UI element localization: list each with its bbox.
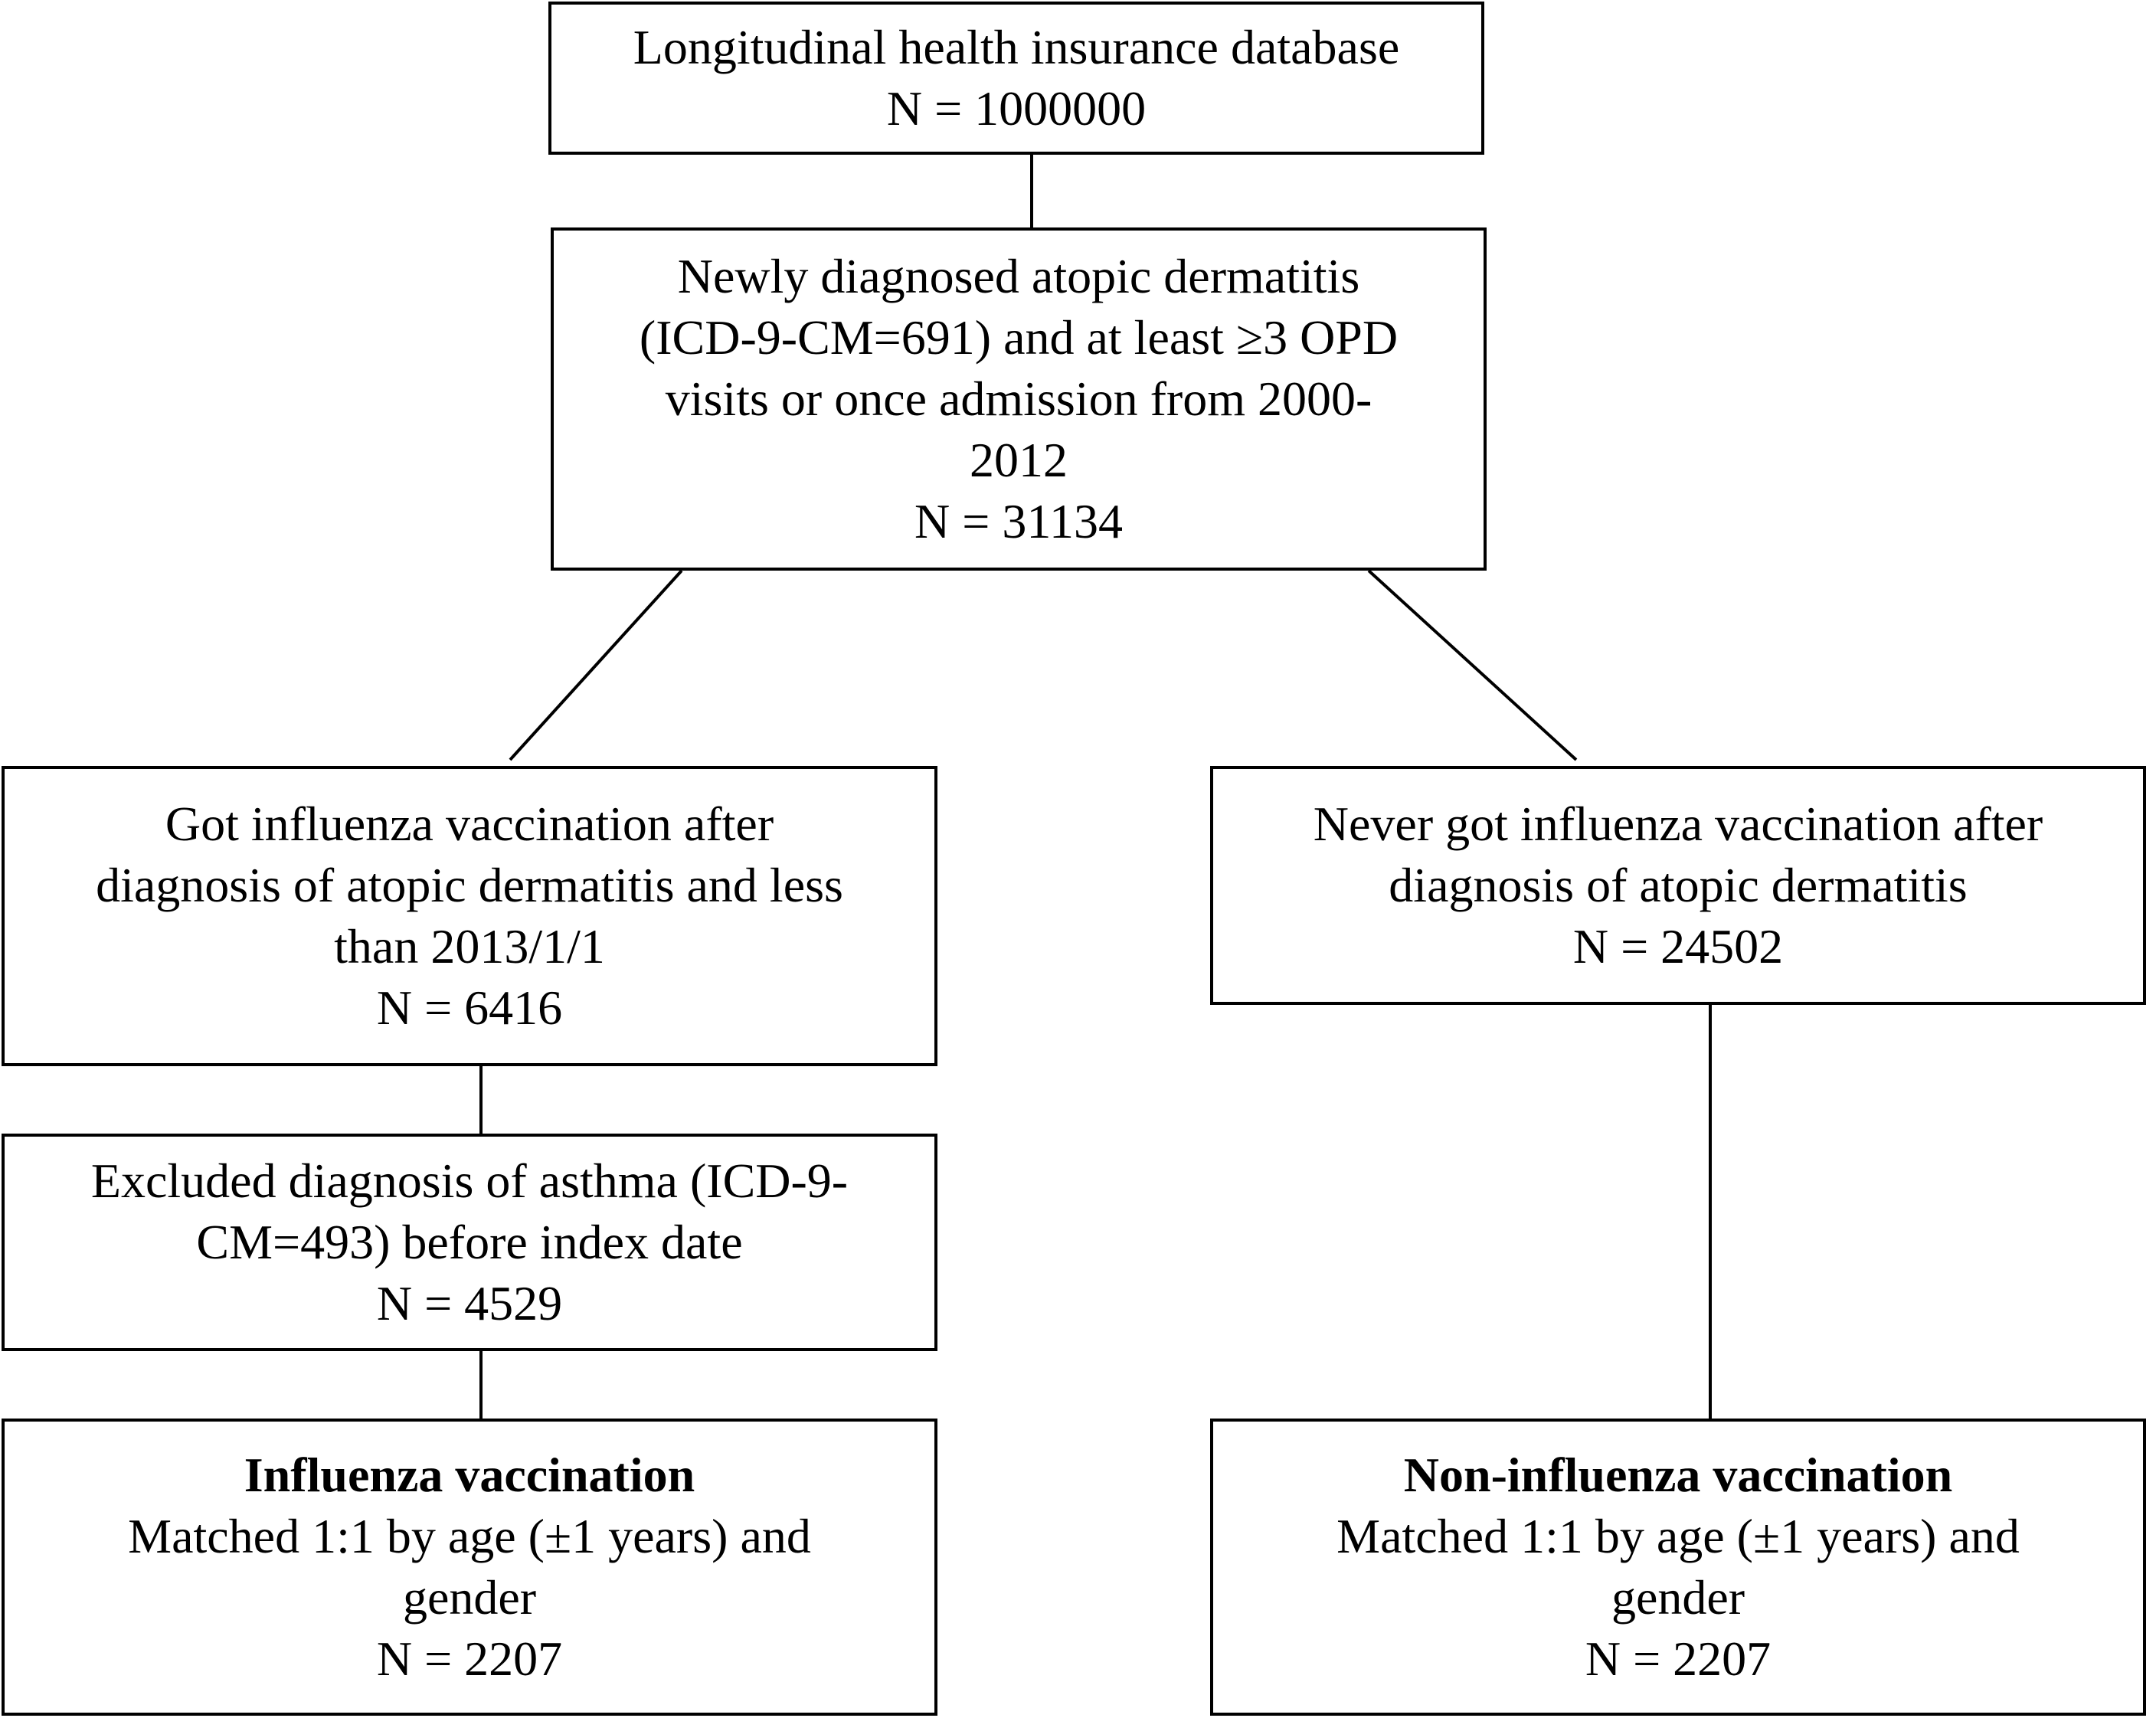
- box-count: N = 6416: [376, 980, 563, 1035]
- box-text-line: CM=493) before index date: [196, 1215, 743, 1269]
- box-text-line: Longitudinal health insurance database: [633, 20, 1400, 74]
- box-non-influenza-vaccination: Non-influenza vaccination Matched 1:1 by…: [1210, 1419, 2146, 1716]
- box-text-line: than 2013/1/1: [334, 919, 605, 974]
- box-title: Non-influenza vaccination: [1403, 1448, 1953, 1502]
- box-text-line: diagnosis of atopic dermatitis and less: [96, 858, 843, 912]
- box-count: N = 4529: [376, 1276, 563, 1330]
- box-excluded-asthma: Excluded diagnosis of asthma (ICD-9- CM=…: [2, 1134, 937, 1351]
- box-count: N = 2207: [1585, 1631, 1772, 1686]
- box-atopic-dermatitis: Newly diagnosed atopic dermatitis (ICD-9…: [551, 227, 1487, 571]
- box-got-vaccination: Got influenza vaccination after diagnosi…: [2, 766, 937, 1066]
- box-text-line: Got influenza vaccination after: [165, 797, 774, 851]
- box-title: Influenza vaccination: [244, 1448, 695, 1502]
- box-text-line: diagnosis of atopic dermatitis: [1389, 858, 1968, 912]
- connector-atopic-to-never: [1367, 569, 1578, 761]
- box-text-line: gender: [402, 1570, 537, 1625]
- box-text-line: (ICD-9-CM=691) and at least ≥3 OPD: [639, 310, 1399, 365]
- box-never-vaccinated: Never got influenza vaccination after di…: [1210, 766, 2146, 1005]
- box-count: N = 1000000: [886, 81, 1147, 136]
- box-text-line: Newly diagnosed atopic dermatitis: [677, 249, 1360, 303]
- box-text-line: Matched 1:1 by age (±1 years) and: [1336, 1509, 2020, 1563]
- connector-atopic-to-vaccinated: [509, 569, 683, 761]
- box-text-line: 2012: [970, 433, 1068, 487]
- box-text-line: Excluded diagnosis of asthma (ICD-9-: [90, 1154, 849, 1208]
- box-text-line: visits or once admission from 2000-: [665, 371, 1372, 426]
- box-count: N = 24502: [1572, 919, 1784, 974]
- box-insurance-database: Longitudinal health insurance database N…: [548, 2, 1484, 155]
- box-influenza-vaccination: Influenza vaccination Matched 1:1 by age…: [2, 1419, 937, 1716]
- box-count: N = 31134: [914, 494, 1123, 548]
- box-text-line: Matched 1:1 by age (±1 years) and: [128, 1509, 811, 1563]
- box-text-line: Never got influenza vaccination after: [1313, 797, 2043, 851]
- box-count: N = 2207: [376, 1631, 563, 1686]
- box-text-line: gender: [1611, 1570, 1745, 1625]
